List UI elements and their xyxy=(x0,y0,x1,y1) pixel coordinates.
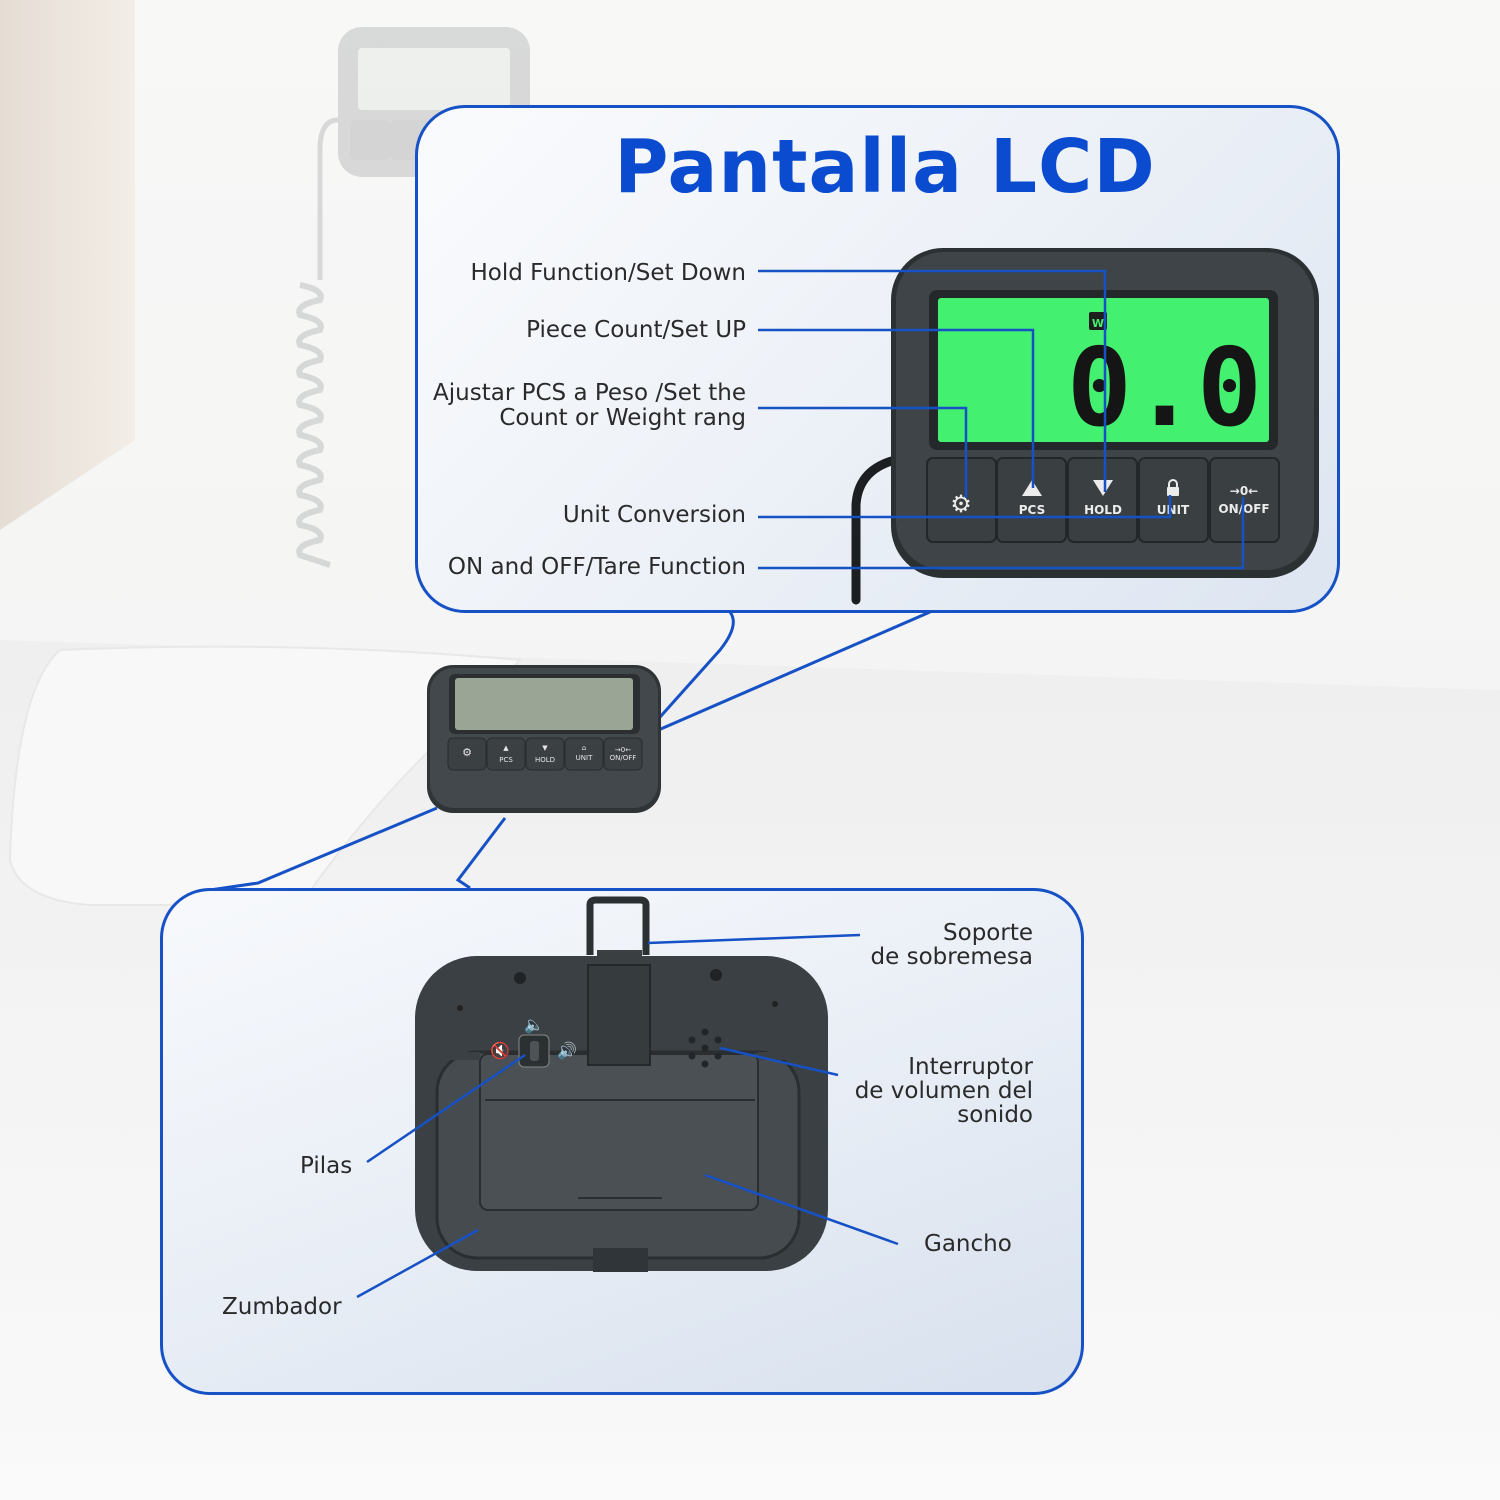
weight-indicator: W xyxy=(1092,317,1104,330)
page-title: Pantalla LCD xyxy=(614,124,1156,210)
label-pilas: Pilas xyxy=(300,1153,353,1179)
label-adjust-line2: Count or Weight rang xyxy=(499,405,746,431)
label-soporte-line1: Soporte xyxy=(943,920,1033,946)
svg-text:PCS: PCS xyxy=(499,756,513,764)
mute-icon: 🔇 xyxy=(490,1041,510,1060)
svg-text:→0←: →0← xyxy=(615,746,631,754)
lcd-screen xyxy=(938,298,1269,442)
label-interruptor-line1: Interruptor xyxy=(908,1054,1033,1080)
speaker-icon: 🔈 xyxy=(524,1015,544,1034)
label-gancho: Gancho xyxy=(924,1231,1012,1257)
hold-button-label: HOLD xyxy=(1084,503,1122,517)
label-hold-function: Hold Function/Set Down xyxy=(470,260,747,286)
label-unit-conversion: Unit Conversion xyxy=(562,502,746,528)
lcd-reading: 0.0 xyxy=(1067,326,1262,451)
desk-stand xyxy=(587,964,651,1066)
svg-text:UNIT: UNIT xyxy=(576,754,593,762)
label-interruptor-line3: sonido xyxy=(957,1102,1033,1128)
svg-text:⚙: ⚙ xyxy=(462,746,472,759)
pcs-button-label: PCS xyxy=(1019,503,1045,517)
svg-text:HOLD: HOLD xyxy=(535,756,555,764)
lock-icon xyxy=(1167,487,1179,496)
svg-text:ON/OFF: ON/OFF xyxy=(610,754,637,762)
svg-text:⌂: ⌂ xyxy=(582,744,586,752)
label-zumbador: Zumbador xyxy=(222,1294,342,1320)
label-soporte-line2: de sobremesa xyxy=(870,944,1033,970)
arrow-down-icon xyxy=(1093,480,1113,496)
label-interruptor-line2: de volumen del xyxy=(854,1078,1033,1104)
svg-text:▲: ▲ xyxy=(503,744,509,752)
speaker-holes-icon xyxy=(688,1028,722,1068)
label-piece-count: Piece Count/Set UP xyxy=(526,317,746,343)
volume-icon: 🔊 xyxy=(557,1041,577,1060)
label-adjust-line1: Ajustar PCS a Peso /Set the xyxy=(433,380,746,406)
unit-button-label: UNIT xyxy=(1157,503,1190,517)
tare-icon: →0← xyxy=(1230,484,1258,498)
svg-text:▼: ▼ xyxy=(542,744,548,752)
label-on-off-tare: ON and OFF/Tare Function xyxy=(447,554,746,580)
